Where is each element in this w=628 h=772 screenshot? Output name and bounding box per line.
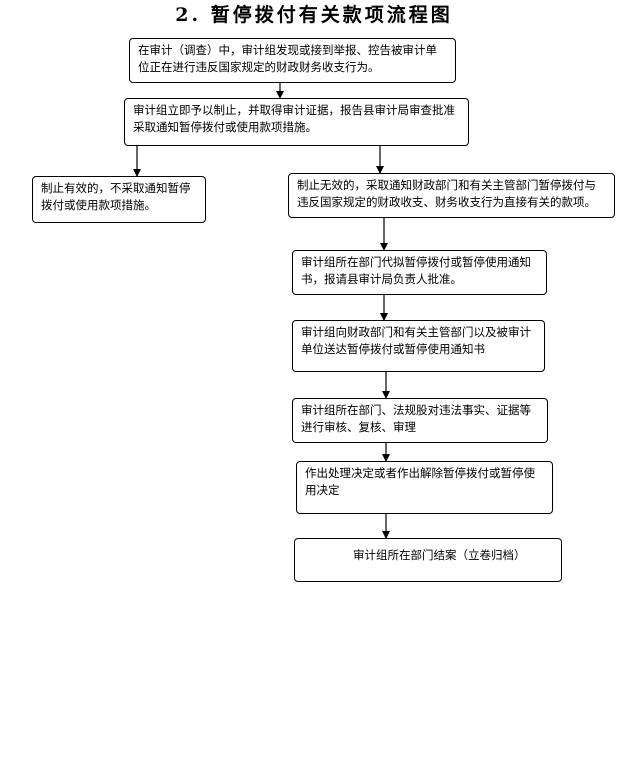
flow-step-review: 审计组所在部门、法规股对违法事实、证据等进行审核、复核、审理	[292, 398, 548, 443]
flow-step-text: 审计组所在部门、法规股对违法事实、证据等进行审核、复核、审理	[301, 403, 531, 434]
flow-step-stop-ineffective: 制止无效的，采取通知财政部门和有关主管部门暂停拨付与违反国家规定的财政收支、财务…	[288, 173, 615, 218]
flow-step-text: 作出处理决定或者作出解除暂停拨付或暂停使用决定	[305, 466, 535, 497]
flow-step-deliver-notice: 审计组向财政部门和有关主管部门以及被审计单位送达暂停拨付或暂停使用通知书	[292, 320, 545, 372]
flow-step-stop-effective: 制止有效的，不采取通知暂停拨付或使用款项措施。	[32, 176, 206, 223]
flow-step-text: 审计组所在部门代拟暂停拨付或暂停使用通知书，报请县审计局负责人批准。	[301, 255, 531, 286]
flow-step-text: 制止无效的，采取通知财政部门和有关主管部门暂停拨付与违反国家规定的财政收支、财务…	[297, 178, 596, 209]
flow-step-text: 审计组立即予以制止，并取得审计证据，报告县审计局审查批准采取通知暂停拨付或使用款…	[133, 103, 455, 134]
flow-step-stop-and-report: 审计组立即予以制止，并取得审计证据，报告县审计局审查批准采取通知暂停拨付或使用款…	[124, 98, 469, 146]
flow-step-detect-violation: 在审计（调查）中，审计组发现或接到举报、控告被审计单位正在进行违反国家规定的财政…	[129, 38, 456, 83]
flow-step-close-case: 审计组所在部门结案（立卷归档）	[294, 538, 562, 582]
flow-step-decision: 作出处理决定或者作出解除暂停拨付或暂停使用决定	[296, 461, 553, 514]
flow-step-text: 审计组向财政部门和有关主管部门以及被审计单位送达暂停拨付或暂停使用通知书	[301, 325, 531, 356]
flow-step-text: 制止有效的，不采取通知暂停拨付或使用款项措施。	[41, 181, 191, 212]
flow-step-draft-notice: 审计组所在部门代拟暂停拨付或暂停使用通知书，报请县审计局负责人批准。	[292, 250, 547, 295]
flow-step-text: 审计组所在部门结案（立卷归档）	[353, 548, 526, 562]
flow-step-text: 在审计（调查）中，审计组发现或接到举报、控告被审计单位正在进行违反国家规定的财政…	[138, 43, 437, 74]
page-title: 2. 暂停拨付有关款项流程图	[175, 4, 453, 26]
